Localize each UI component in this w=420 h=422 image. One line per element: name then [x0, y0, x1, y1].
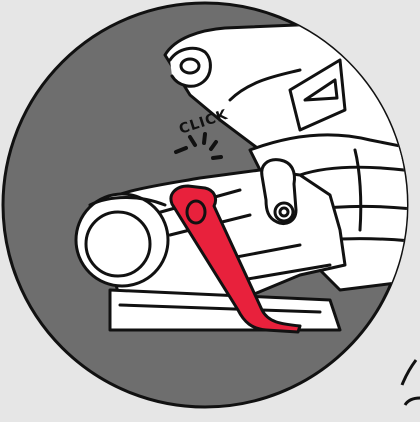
upper-hole: [181, 59, 199, 73]
pivot-wheel-inner: [86, 212, 150, 276]
pivot-screw-inner: [280, 208, 288, 216]
